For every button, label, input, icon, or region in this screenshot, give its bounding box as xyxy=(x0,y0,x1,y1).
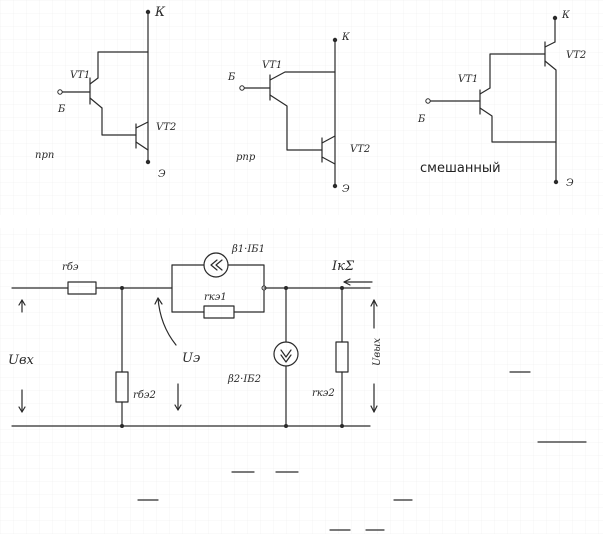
formula-overlines xyxy=(137,371,587,531)
mixed-vt2-label: VT2 xyxy=(566,50,586,61)
npn-type-label: npn xyxy=(35,150,54,161)
uin-label: Uвх xyxy=(8,353,35,368)
npn-emitter-label: Э xyxy=(158,169,166,180)
mixed-base-label: Б xyxy=(417,114,426,125)
mixed-collector-label: К xyxy=(561,10,570,21)
rb-label: rбэ xyxy=(62,262,79,273)
ik-label: IкΣ xyxy=(331,259,355,274)
equivalent-circuit: rбэ rбэ2 β1·IБ1 rкэ1 IкΣ β2·IБ2 xyxy=(8,244,383,428)
pnp-vt1-label: VT1 xyxy=(262,60,282,71)
pnp-type-label: pnp xyxy=(236,152,256,163)
uout-label: Uвых xyxy=(372,338,383,366)
rk1-label: rкэ1 xyxy=(204,292,227,303)
grid-paper-top xyxy=(0,0,603,215)
pnp-emitter-label: Э xyxy=(342,184,350,195)
pnp-collector-label: К xyxy=(341,32,350,43)
pnp-vt2-label: VT2 xyxy=(350,144,370,155)
npn-vt1-label: VT1 xyxy=(70,70,90,81)
mixed-emitter-label: Э xyxy=(566,178,574,189)
rb2-label: rбэ2 xyxy=(133,390,156,401)
pnp-base-label: Б xyxy=(227,72,236,83)
npn-vt2-label: VT2 xyxy=(156,122,176,133)
mixed-darlington: К VT2 Э VT1 Б смешанный xyxy=(417,10,586,189)
mixed-type-label: смешанный xyxy=(420,161,501,176)
npn-collector-label: К xyxy=(154,5,166,20)
mixed-vt1-label: VT1 xyxy=(458,74,478,85)
source2-label: β2·IБ2 xyxy=(227,374,261,385)
source1-label: β1·IБ1 xyxy=(231,244,265,255)
npn-base-label: Б xyxy=(57,104,66,115)
ue-label: Uэ xyxy=(182,351,200,366)
npn-darlington: К Э VT1 Б VT2 npn xyxy=(35,5,176,180)
grid-paper-bottom xyxy=(0,228,603,534)
pnp-darlington: К Э VT1 Б VT2 pnp xyxy=(227,32,370,195)
rk2-label: rкэ2 xyxy=(312,388,335,399)
